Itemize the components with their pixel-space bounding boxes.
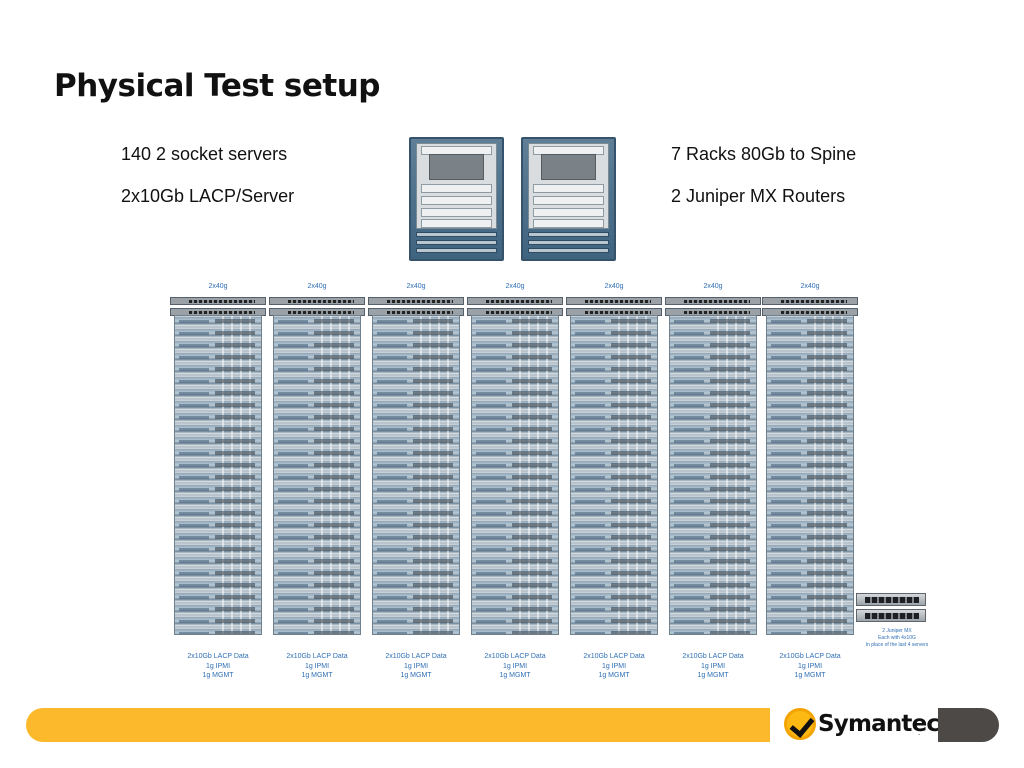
spine-switch-1 [409, 137, 504, 261]
slide-title: Physical Test setup [54, 68, 380, 104]
rack-uplink-label: 2x40g [406, 283, 426, 290]
tor-switch [762, 297, 858, 305]
tor-switch [368, 297, 464, 305]
tor-switch [269, 297, 365, 305]
server-stack [174, 315, 262, 635]
rack-uplink-label: 2x40g [703, 283, 723, 290]
footer-dark-cap [938, 708, 999, 742]
juniper-router-2 [856, 609, 926, 622]
router-note: 2 Juniper MX Each with 4x10G In place of… [865, 628, 929, 648]
brand-logo-text: Symantec [818, 711, 940, 737]
servers-count-text: 140 2 socket servers [121, 144, 288, 164]
server-links-text: 2x10Gb LACP/Server [121, 186, 295, 206]
server-stack [669, 315, 757, 635]
tor-switch [566, 297, 662, 305]
tor-switch [665, 297, 761, 305]
server-stack [372, 315, 460, 635]
brand-logo-mark: . [918, 728, 921, 737]
racks-uplink-text: 7 Racks 80Gb to Spine [671, 144, 857, 164]
juniper-router-1 [856, 593, 926, 606]
routers-text: 2 Juniper MX Routers [671, 186, 846, 206]
server-stack [471, 315, 559, 635]
tor-switch [467, 297, 563, 305]
rack-uplink-label: 2x40g [208, 283, 228, 290]
rack-uplink-label: 2x40g [307, 283, 327, 290]
server-stack [570, 315, 658, 635]
symantec-check-icon [784, 708, 816, 740]
rack-uplink-label: 2x40g [800, 283, 820, 290]
server-stack [766, 315, 854, 635]
spine-switch-2 [521, 137, 616, 261]
tor-switch [170, 297, 266, 305]
rack-uplink-label: 2x40g [604, 283, 624, 290]
footer-accent-bar [26, 708, 786, 742]
rack-uplink-label: 2x40g [505, 283, 525, 290]
server-stack [273, 315, 361, 635]
